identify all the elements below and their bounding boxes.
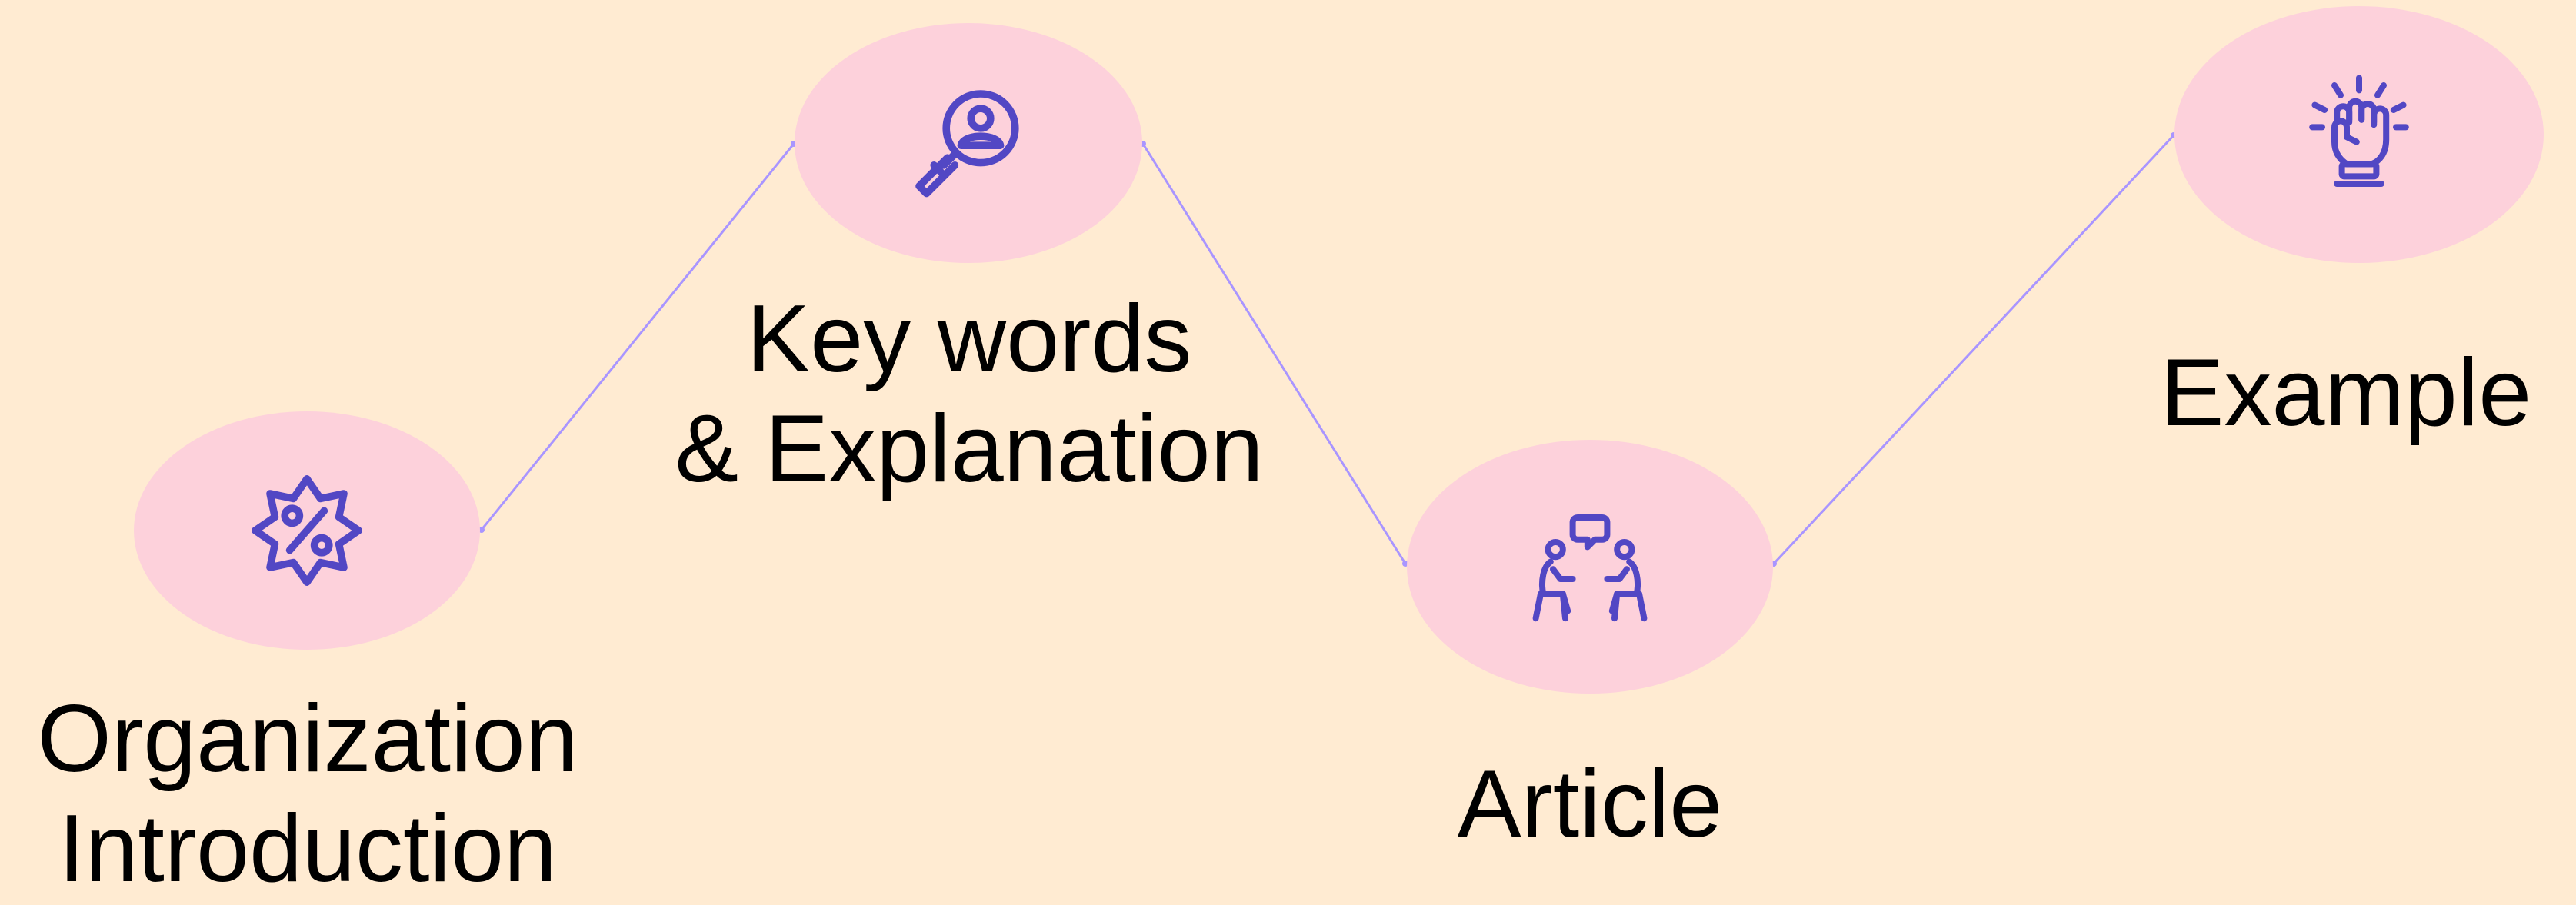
- step-3-node: [1407, 440, 1773, 694]
- step-3-label-line-1: Article: [1457, 751, 1723, 857]
- percent-badge-icon: [252, 475, 363, 586]
- step-3-label: Article: [1282, 750, 1898, 860]
- step-4-label-line-1: Example: [2160, 340, 2532, 446]
- raised-fist-icon: [2309, 75, 2409, 187]
- step-2-label-line-1: Key words: [746, 286, 1192, 392]
- step-4-node: [2174, 6, 2544, 263]
- connector-2-3: [1141, 143, 1407, 564]
- step-1-label-line-1: Organization: [37, 686, 578, 792]
- step-1-label: Organization Introduction: [0, 684, 615, 903]
- step-2-label: Key words & Explanation: [623, 284, 1315, 504]
- connector-3-4: [1772, 134, 2175, 565]
- step-4-label: Example: [2038, 338, 2576, 448]
- magnifier-person-icon: [915, 90, 1019, 198]
- step-1-node: [134, 411, 480, 650]
- step-2-node: [795, 23, 1142, 263]
- step-1-label-line-2: Introduction: [58, 795, 557, 902]
- connector-1-2: [480, 143, 795, 531]
- connector-dot: [478, 527, 485, 533]
- two-people-talking-icon: [1532, 514, 1648, 622]
- step-2-label-line-2: & Explanation: [675, 395, 1264, 502]
